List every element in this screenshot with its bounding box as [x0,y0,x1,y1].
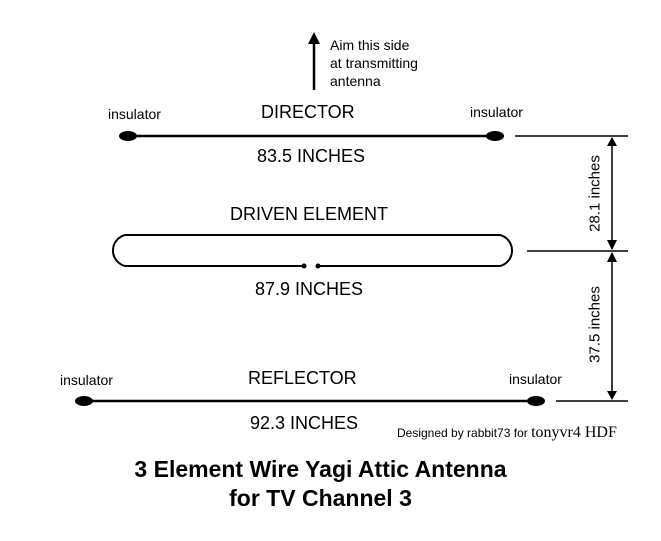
reflector-insulator-right [527,396,545,406]
director-insulator-left [119,131,137,141]
aim-note-line: antenna [330,73,381,89]
reflector-insulator-right-label: insulator [509,371,562,387]
title-line: 3 Element Wire Yagi Attic Antenna [134,456,507,482]
director-insulator-left-label: insulator [108,106,161,122]
spacing-driven-reflector: 37.5 inches [586,286,604,363]
driven-element-loop [112,234,513,267]
title-line: for TV Channel 3 [229,485,412,511]
reflector-length: 92.3 INCHES [250,413,359,433]
credit-name: tonyvr4 HDF [531,424,617,441]
aim-note: Aim this side at transmitting antenna [330,36,418,90]
aim-note-line: Aim this side [330,37,410,53]
aim-arrow [308,32,320,90]
aim-note-line: at transmitting [330,55,418,71]
spacing-dimension-lines [515,135,628,402]
spacing-director-driven: 28.1 inches [586,155,604,232]
driven-element-label: DRIVEN ELEMENT [230,204,389,224]
reflector-insulator-left [75,396,93,406]
feedpoint-left [301,263,307,269]
director-label: DIRECTOR [261,102,355,122]
director-insulator-right [486,131,504,141]
director-length: 83.5 INCHES [257,146,366,166]
director-insulator-right-label: insulator [470,104,523,120]
diagram-title: 3 Element Wire Yagi Attic Antenna for TV… [0,455,651,513]
reflector-label: REFLECTOR [248,368,357,388]
reflector-insulator-left-label: insulator [60,372,113,388]
credit-prefix: Designed by rabbit73 for [397,426,528,440]
feedpoint-right [315,263,321,269]
driven-element-length: 87.9 INCHES [255,279,364,299]
credit: Designed by rabbit73 for tonyvr4 HDF [397,424,617,442]
